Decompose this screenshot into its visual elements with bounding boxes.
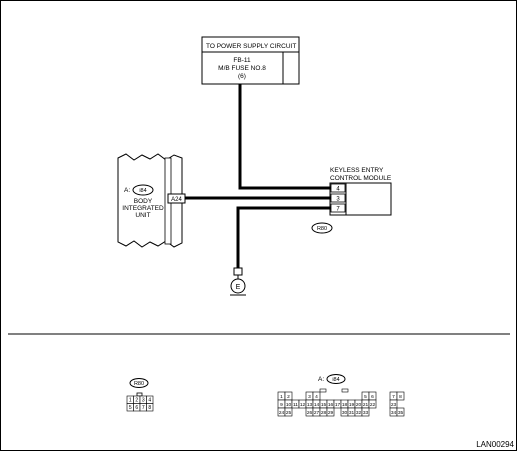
fuse-number: (6)	[238, 73, 246, 80]
i84-pin-18: 18	[342, 402, 348, 408]
r80-pin-1: 1	[129, 398, 132, 404]
body-unit-name-2: INTEGRATED	[122, 205, 164, 212]
r80-pin-4: 4	[148, 398, 151, 404]
i84-pin-cell	[326, 407, 335, 417]
i84-pin-5: 5	[364, 394, 367, 400]
r80-pin-8: 8	[148, 405, 151, 411]
connector-badge	[132, 184, 154, 196]
ground-symbol: E	[230, 267, 246, 296]
i84-pin-33: 33	[363, 410, 369, 416]
r80-pin-2: 2	[135, 398, 138, 404]
module-connector-badge	[311, 222, 333, 234]
power-supply-box: TO POWER SUPPLY CIRCUIT FB-11 M/B FUSE N…	[201, 36, 300, 85]
i84-pin-26: 26	[307, 410, 313, 416]
power-wire	[238, 84, 331, 190]
i84-key-tab	[319, 388, 327, 393]
i84-pin-27: 27	[314, 410, 320, 416]
i84-pin-1: 1	[280, 394, 283, 400]
connector-i84-label: i84	[332, 377, 339, 383]
i84-pin-21: 21	[363, 402, 369, 408]
i84-pin-7: 7	[392, 394, 395, 400]
i84-pin-16: 16	[328, 402, 334, 408]
i84-pin-15: 15	[321, 402, 327, 408]
i84-pin-11: 11	[293, 402, 298, 408]
i84-pin-3: 3	[308, 394, 311, 400]
i84-pin-24: 24	[279, 410, 285, 416]
i84-pin-28: 28	[321, 410, 327, 416]
i84-key-tab	[341, 388, 349, 393]
power-supply-header: TO POWER SUPPLY CIRCUIT	[206, 43, 296, 50]
i84-pin-9: 9	[280, 402, 283, 408]
i84-pin-35: 35	[398, 410, 404, 416]
wires	[185, 84, 331, 270]
i84-pin-29: 29	[328, 410, 334, 416]
i84-pin-10: 10	[286, 402, 292, 408]
i84-pin-25: 25	[286, 410, 292, 416]
i84-pin-22: 22	[370, 402, 376, 408]
body-unit-name-1: BODY	[134, 198, 153, 205]
i84-pin-14: 14	[314, 402, 320, 408]
body-unit-connector: i84	[139, 188, 146, 194]
i84-pin-cell	[361, 407, 370, 417]
r80-pin-3: 3	[142, 398, 145, 404]
i84-pin-13: 13	[307, 402, 313, 408]
i84-pin-2: 2	[287, 394, 290, 400]
i84-pin-31: 31	[349, 410, 355, 416]
i84-pin-cell	[284, 407, 293, 417]
body-unit-terminal: A24	[171, 197, 182, 203]
i84-pin-17: 17	[335, 402, 341, 408]
r80-pin-5: 5	[129, 405, 132, 411]
i84-pin-32: 32	[356, 410, 362, 416]
i84-pin-cell	[396, 391, 405, 401]
module-title-1: KEYLESS ENTRY	[330, 167, 384, 174]
body-unit-name-3: UNIT	[135, 212, 150, 219]
i84-pin-34: 34	[391, 410, 397, 416]
i84-pin-cell	[396, 407, 405, 417]
i84-pin-20: 20	[356, 402, 362, 408]
ground-label: E	[236, 284, 241, 291]
ground-wire	[236, 206, 331, 270]
module-title-2: CONTROL MODULE	[330, 175, 392, 182]
i84-pin-19: 19	[349, 402, 355, 408]
r80-pin-7: 7	[142, 405, 145, 411]
connector-r80-label: R80	[134, 381, 144, 387]
module-pin-3: 3	[336, 197, 340, 203]
drawing-code: LAN00294	[476, 440, 514, 449]
i84-pin-8: 8	[399, 394, 402, 400]
i84-pin-23: 23	[391, 402, 397, 408]
module-pin-7: 7	[336, 207, 340, 213]
fuse-id: FB-11	[233, 57, 251, 64]
r80-pin-6: 6	[135, 405, 138, 411]
connector-i84-prefix: A:	[318, 376, 324, 383]
i84-pin-6: 6	[371, 394, 374, 400]
module-connector: R80	[317, 226, 327, 232]
body-integrated-unit: A: i84 BODY INTEGRATED UNIT A24	[117, 153, 186, 248]
i84-pin-cell	[368, 399, 377, 409]
i84-pin-12: 12	[300, 402, 306, 408]
r80-pin-cell	[146, 403, 154, 412]
i84-pin-30: 30	[342, 410, 348, 416]
body-unit-prefix: A:	[124, 187, 130, 194]
i84-pin-4: 4	[315, 394, 318, 400]
keyless-entry-module: KEYLESS ENTRY CONTROL MODULE 4 3 7 R80	[311, 167, 392, 234]
module-pin-4: 4	[336, 187, 340, 193]
fuse-name: M/B FUSE NO.8	[218, 65, 266, 72]
